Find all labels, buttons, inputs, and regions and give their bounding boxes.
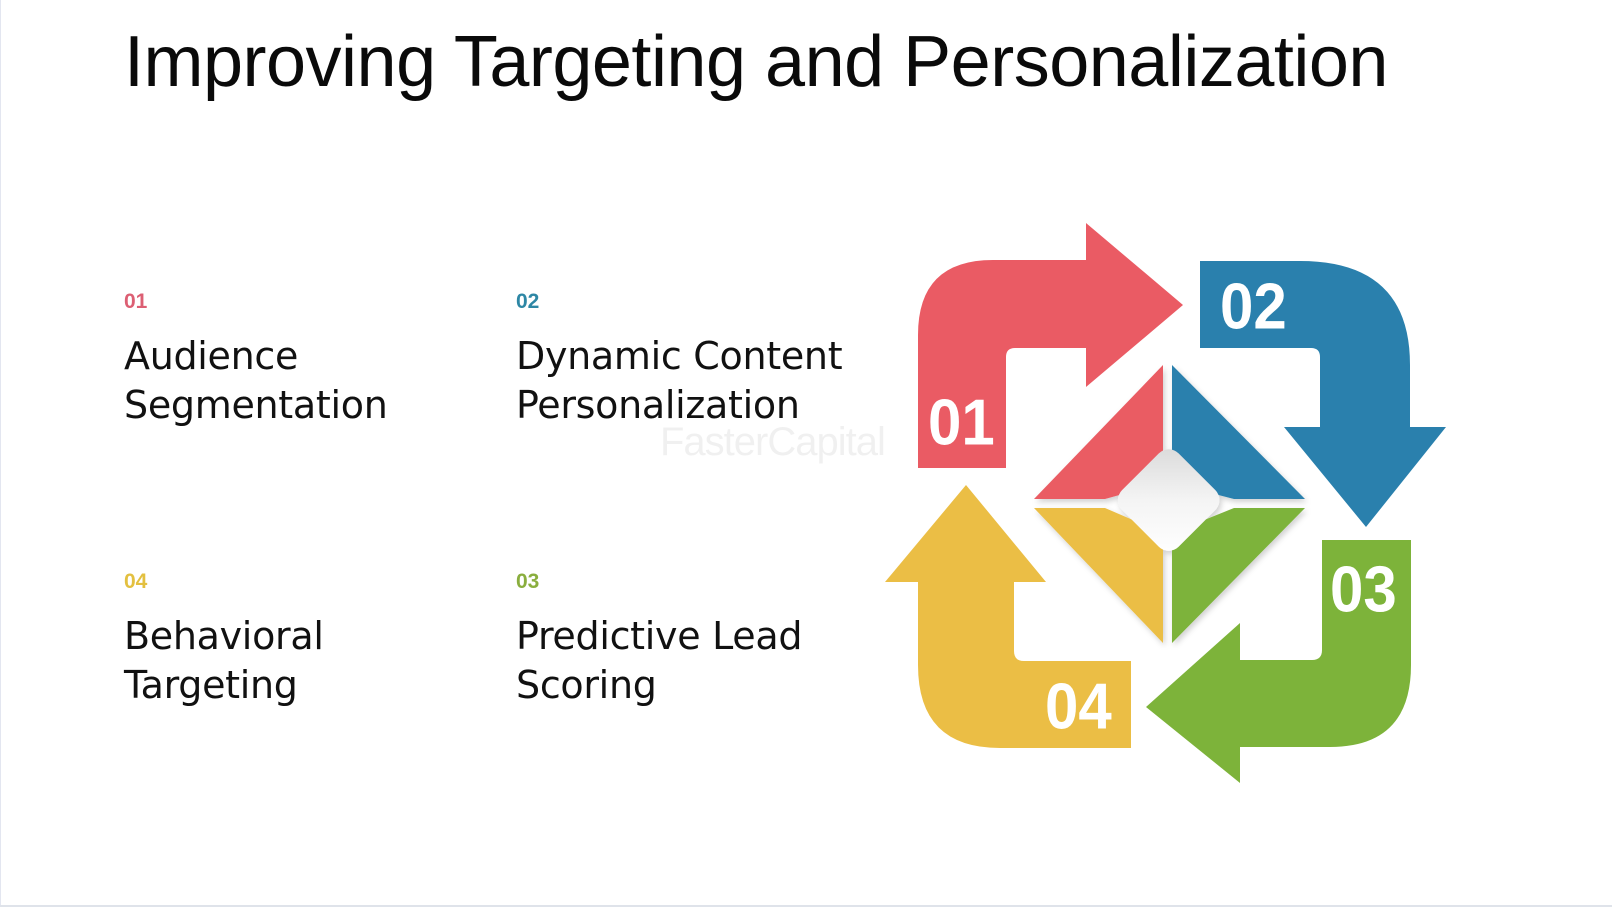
item-label-line1: Dynamic Content <box>516 334 843 378</box>
item-dynamic-content-personalization: 02 Dynamic Content Personalization <box>516 290 843 430</box>
item-label-line1: Audience <box>124 334 299 378</box>
slide-left-border <box>0 0 1 907</box>
item-label-line2: Personalization <box>516 383 800 427</box>
slide-title: Improving Targeting and Personalization <box>124 22 1388 102</box>
item-behavioral-targeting: 04 Behavioral Targeting <box>124 570 324 710</box>
item-number: 02 <box>516 290 540 313</box>
quadrant-blue <box>1172 365 1305 499</box>
item-label-line2: Targeting <box>124 663 298 707</box>
item-audience-segmentation: 01 Audience Segmentation <box>124 290 388 430</box>
slide-bottom-border <box>0 905 1612 907</box>
arrow-03-green <box>1146 540 1411 783</box>
item-label-line1: Predictive Lead <box>516 614 803 658</box>
cycle-diagram: 01 02 03 04 <box>880 215 1460 805</box>
item-label: Dynamic Content Personalization <box>516 332 843 430</box>
badge-03: 03 <box>1330 553 1397 626</box>
quadrant-green <box>1172 508 1305 643</box>
badge-01: 01 <box>928 386 995 459</box>
watermark-logo: FasterCapital <box>660 420 886 464</box>
arrow-01-red <box>918 223 1183 468</box>
cycle-arrows-graphic <box>885 223 1446 783</box>
item-number: 04 <box>124 570 148 593</box>
item-predictive-lead-scoring: 03 Predictive Lead Scoring <box>516 570 802 710</box>
arrow-02-blue <box>1200 261 1446 527</box>
item-label-line1: Behavioral <box>124 614 324 658</box>
center-square <box>1117 449 1220 551</box>
item-label: Behavioral Targeting <box>124 612 324 710</box>
item-number: 01 <box>124 290 148 313</box>
item-label-line2: Scoring <box>516 663 657 707</box>
item-label: Audience Segmentation <box>124 332 388 430</box>
item-number: 03 <box>516 570 540 593</box>
quadrant-yellow <box>1034 508 1163 643</box>
quadrant-red <box>1034 365 1163 499</box>
arrow-04-yellow <box>885 485 1131 748</box>
badge-02: 02 <box>1220 270 1287 343</box>
center-diamond <box>1034 365 1305 643</box>
badge-04: 04 <box>1045 670 1112 743</box>
item-label-line2: Segmentation <box>124 383 388 427</box>
item-label: Predictive Lead Scoring <box>516 612 802 710</box>
